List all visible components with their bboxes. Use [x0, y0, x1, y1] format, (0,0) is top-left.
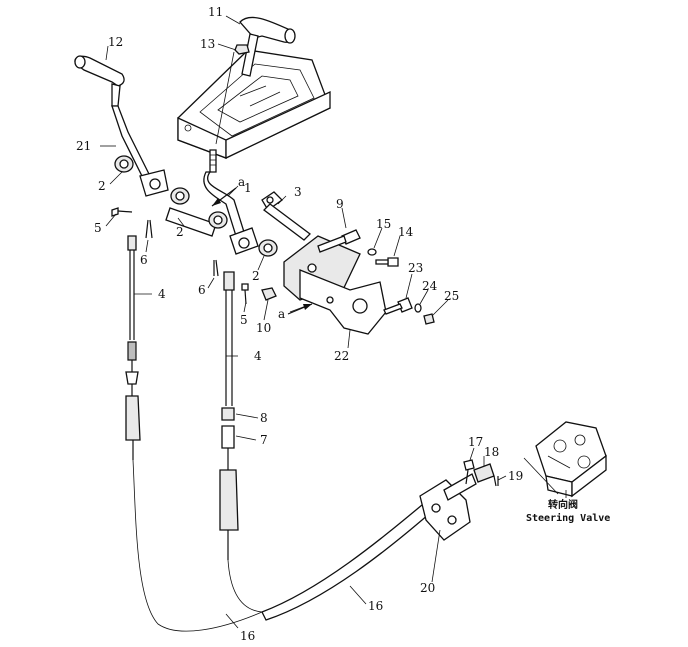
clevis-18 [473, 463, 495, 483]
callout-16-bottom: 16 [240, 629, 255, 643]
bushing-2-left [114, 155, 134, 173]
callout-2-center: 2 [176, 225, 184, 239]
lever-cover [177, 49, 331, 160]
callout-5-right: 5 [240, 313, 248, 327]
lever-21 [74, 55, 169, 197]
steering-valve-label-cn: 转向阀 [548, 498, 578, 511]
shaft-2-center [165, 187, 228, 237]
callout-a-lower: a [278, 307, 285, 321]
pin-19 [493, 475, 499, 487]
callout-18: 18 [484, 445, 499, 459]
bracket-22 [283, 235, 387, 335]
callout-17: 17 [468, 435, 483, 449]
callout-a-upper: a [238, 175, 245, 189]
callout-21: 21 [76, 139, 91, 153]
pin-6-right [213, 259, 219, 277]
callout-25: 25 [444, 289, 459, 303]
callout-15: 15 [376, 217, 391, 231]
steering-valve-caption: 转向阀 Steering Valve [526, 498, 610, 524]
washer-15 [367, 248, 377, 256]
callout-12: 12 [108, 35, 123, 49]
bolt-5-right [241, 283, 249, 305]
pin-6-left [145, 219, 153, 239]
callout-14: 14 [398, 225, 414, 239]
callout-2-left: 2 [98, 179, 106, 193]
bolt-9 [317, 229, 361, 253]
callout-23: 23 [408, 261, 423, 275]
callout-4-right: 4 [254, 349, 262, 363]
nut-8 [221, 407, 235, 421]
callout-6-right: 6 [198, 283, 206, 297]
bolt-5-left [111, 207, 133, 217]
shift-lever-1 [203, 149, 259, 255]
bolt-14 [375, 257, 399, 267]
callout-11: 11 [208, 5, 223, 19]
callout-7: 7 [260, 433, 268, 447]
callout-10: 10 [256, 321, 271, 335]
nut-10 [261, 287, 277, 301]
callout-20: 20 [420, 581, 435, 595]
callout-4-left: 4 [158, 287, 166, 301]
callout-1: 1 [244, 181, 252, 195]
nut-13 [234, 44, 250, 55]
bushing-2-right [258, 239, 278, 257]
knob-11 [239, 16, 296, 77]
callout-9: 9 [336, 197, 344, 211]
callout-19: 19 [508, 469, 523, 483]
callout-3: 3 [294, 185, 302, 199]
bolt-17 [463, 459, 475, 485]
callouts: 11 12 13 21 2 a 1 3 5 2 6 9 15 14 2 23 2… [76, 5, 523, 643]
callout-5-left: 5 [94, 221, 102, 235]
callout-13: 13 [200, 37, 215, 51]
callout-24: 24 [422, 279, 438, 293]
sleeve-7 [219, 425, 263, 613]
arrow-a-upper [211, 187, 237, 207]
nut-25 [423, 313, 435, 325]
callout-6-left: 6 [140, 253, 148, 267]
callout-16-right: 16 [368, 599, 383, 613]
callout-2-right: 2 [252, 269, 260, 283]
cable-4-right [223, 271, 235, 406]
arrow-a-lower [287, 303, 313, 315]
washer-24 [414, 303, 422, 313]
callout-8: 8 [260, 411, 268, 425]
callout-22: 22 [334, 349, 349, 363]
lever-3 [261, 191, 311, 241]
cable-16 [261, 499, 437, 621]
leader-lines [100, 15, 567, 629]
bolt-23 [383, 297, 413, 315]
steering-valve [535, 421, 607, 498]
bracket-20 [419, 473, 477, 541]
steering-valve-label-en: Steering Valve [526, 512, 610, 524]
